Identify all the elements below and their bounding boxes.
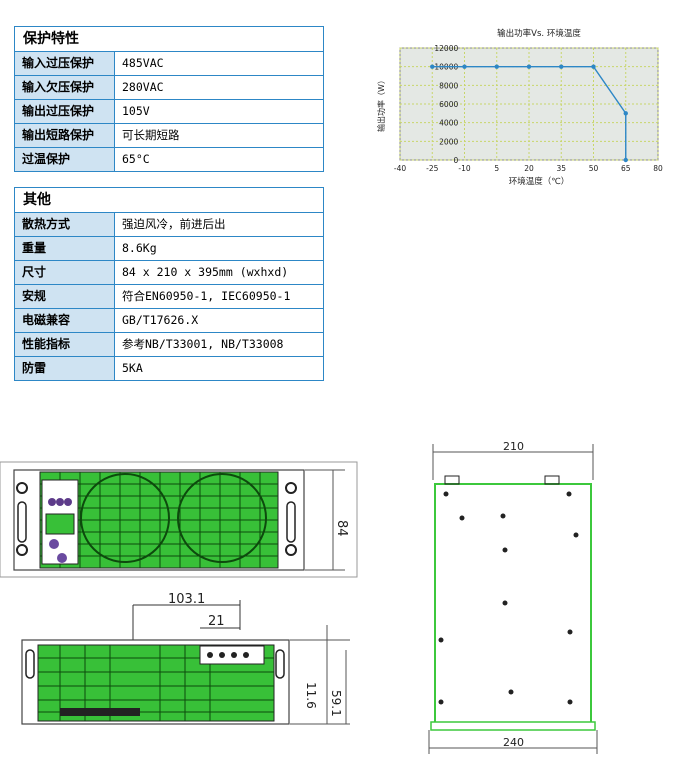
front-height-label: 84 — [334, 520, 349, 537]
x-tick-label: -40 — [394, 164, 406, 173]
protection-row: 输出过压保护 105V — [15, 100, 323, 124]
other-row: 尺寸 84 x 210 x 395mm (wxhxd) — [15, 261, 323, 285]
chart-title: 输出功率Vs. 环境温度 — [497, 28, 581, 39]
protection-title: 保护特性 — [15, 27, 323, 52]
x-axis-label: 环境温度（℃） — [509, 176, 570, 187]
other-row: 电磁兼容 GB/T17626.X — [15, 309, 323, 333]
other-value: 参考NB/T33001, NB/T33008 — [122, 337, 284, 351]
data-point — [591, 64, 596, 69]
x-tick-label: -25 — [426, 164, 438, 173]
data-point — [623, 111, 628, 116]
data-point — [559, 64, 564, 69]
top-width-label: 210 — [503, 440, 524, 453]
data-point — [494, 64, 499, 69]
data-point — [430, 64, 435, 69]
display-screen — [45, 513, 75, 535]
protection-value: 105V — [122, 104, 150, 118]
rear-connector — [60, 708, 140, 716]
other-value: 5KA — [122, 361, 143, 375]
outline-frame — [0, 461, 358, 578]
other-label: 散热方式 — [15, 213, 115, 236]
other-row: 重量 8.6Kg — [15, 237, 323, 261]
protection-value: 可长期短路 — [122, 128, 180, 142]
y-tick-label: 4000 — [439, 119, 458, 128]
y-tick-label: 2000 — [439, 137, 458, 146]
front-panel-drawing: 84 — [0, 461, 358, 578]
protection-row: 输出短路保护可长期短路 — [15, 124, 323, 148]
fan-left — [80, 473, 170, 563]
fan-right — [177, 473, 267, 563]
protection-label: 输入过压保护 — [15, 52, 115, 75]
data-point — [526, 64, 532, 69]
other-table: 其他 散热方式强迫风冷，前进后出重量 8.6Kg 尺寸 84 x 210 x 395m… — [14, 187, 324, 381]
x-tick-label: -10 — [458, 164, 470, 173]
y-tick-label: 0 — [453, 156, 458, 165]
y-tick-label: 8000 — [439, 81, 458, 90]
protection-value: 485VAC — [122, 56, 164, 70]
other-label: 防雷 — [15, 357, 115, 380]
other-value: 强迫风冷，前进后出 — [122, 217, 226, 231]
y-tick-label: 12000 — [434, 44, 458, 53]
protection-label: 输入欠压保护 — [15, 76, 115, 99]
dim-21-label: 21 — [208, 614, 225, 629]
other-row: 防雷 5KA — [15, 357, 323, 380]
x-tick-label: 5 — [494, 164, 499, 173]
other-value: 8.6Kg — [122, 241, 157, 255]
protection-row: 过温保护 65°C — [15, 148, 323, 171]
handle-right — [286, 501, 296, 543]
other-label: 安规 — [15, 285, 115, 308]
dim-59-label: 59.1 — [329, 690, 343, 717]
x-tick-label: 35 — [556, 164, 566, 173]
x-tick-label: 50 — [589, 164, 599, 173]
other-value: GB/T17626.X — [122, 313, 199, 327]
power-line — [432, 65, 627, 160]
other-row: 安规符合EN60950-1, IEC60950-1 — [15, 285, 323, 309]
protection-row: 输入过压保护 485VAC — [15, 52, 323, 76]
y-axis-label: 输出功率（W） — [376, 76, 386, 132]
protection-label: 输出短路保护 — [15, 124, 115, 147]
other-value: 84 x 210 x 395mm (wxhxd) — [122, 265, 289, 279]
data-point — [623, 157, 628, 163]
data-point — [462, 64, 467, 69]
bottom-width-label: 240 — [503, 736, 524, 749]
x-tick-label: 65 — [621, 164, 631, 173]
x-tick-label: 80 — [653, 164, 663, 173]
rear-panel-drawing: 103.1 21 11.6 59.1 — [21, 592, 350, 725]
top-view-body — [434, 483, 592, 725]
protection-label: 过温保护 — [15, 148, 115, 171]
other-row: 散热方式强迫风冷，前进后出 — [15, 213, 323, 237]
other-value: 符合EN60950-1, IEC60950-1 — [122, 289, 291, 303]
dim-11-label: 11.6 — [304, 682, 318, 709]
protection-value: 65°C — [122, 152, 150, 166]
x-tick-label: 20 — [524, 164, 534, 173]
protection-value: 280VAC — [122, 80, 164, 94]
other-label: 尺寸 — [15, 261, 115, 284]
top-view-drawing: 210 240 — [428, 440, 598, 754]
other-row: 性能指标参考NB/T33001, NB/T33008 — [15, 333, 323, 357]
dim-103-label: 103.1 — [168, 592, 205, 607]
other-label: 电磁兼容 — [15, 309, 115, 332]
other-title: 其他 — [15, 188, 323, 213]
protection-row: 输入欠压保护 280VAC — [15, 76, 323, 100]
y-tick-label: 6000 — [439, 100, 458, 109]
other-label: 重量 — [15, 237, 115, 260]
other-label: 性能指标 — [15, 333, 115, 356]
handle-left — [17, 501, 27, 543]
protection-label: 输出过压保护 — [15, 100, 115, 123]
